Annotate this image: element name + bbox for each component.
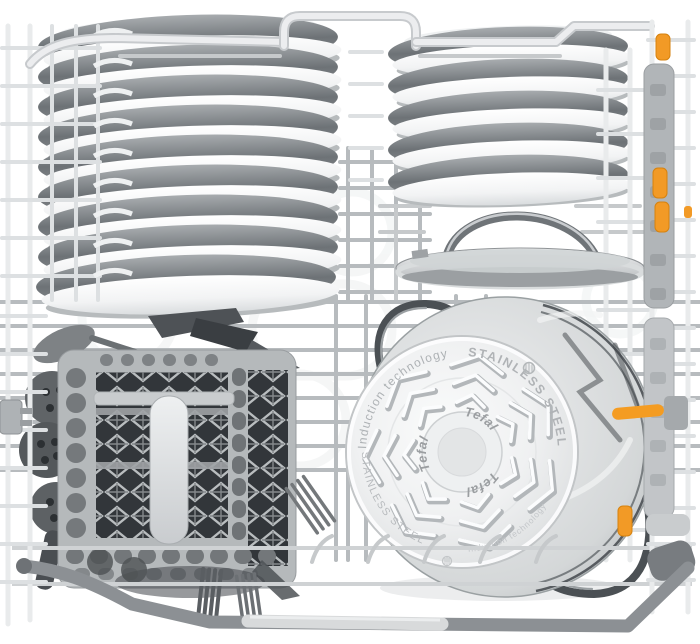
pot-wall-reflections [562,332,640,443]
stainless-pot: Tefal Tefal Tefal Induction technology S… [345,296,656,601]
induction-coil-icon [522,361,536,375]
knife [252,560,300,600]
front-bar-tube [17,559,695,633]
rack-right-rail [612,19,696,615]
orange-latch-rod [612,404,664,420]
orange-clip-small [684,206,692,218]
lid-glass [410,249,630,273]
fork [195,566,224,625]
spoon-bowl [87,549,113,575]
orange-clip [617,505,633,537]
basket-holes-mid [232,368,246,540]
lid-clip [411,248,429,260]
basket-holes-left [66,368,86,538]
rail-strip-notches [650,338,666,486]
spatula [190,318,258,352]
fork [284,474,337,535]
orange-clip [652,167,668,199]
lid-underside [402,267,638,287]
plate-stack-right [348,22,631,212]
bar-grip-sleeve [241,614,449,631]
lid-handle-highlight [444,212,600,261]
bar-grip-highlight [249,615,441,622]
rack-front-bar [16,558,695,633]
orange-clip [655,33,671,61]
pot-base-highlight-ring [347,337,577,567]
orange-clip [654,201,670,233]
rack-side-clip [0,399,32,435]
rail-bracket [664,396,688,430]
bar-end-cap [16,558,32,574]
fork [234,572,263,621]
rail-end-cap [646,514,690,536]
serving-spoon [33,324,95,364]
plate-support-tines [348,50,384,182]
induction-coil-icon [441,555,453,567]
basket-handle [149,395,189,545]
tefal-logo-center [437,427,487,477]
pot-lid [395,211,645,290]
basket-lattice [248,370,288,566]
bottom-tines [310,534,558,564]
basket-holes-top [100,354,218,366]
rack-bottom-wires [12,534,692,586]
pot-handle-top-highlight [380,306,428,372]
lid-handle [441,211,603,267]
spoon-bowl [121,557,147,583]
rack-top-rail [25,11,655,69]
rail-strip-notches [650,84,666,300]
